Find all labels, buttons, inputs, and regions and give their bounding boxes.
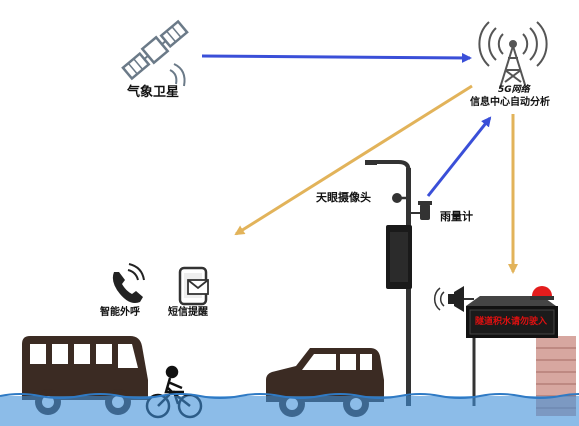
- flood-water-surface: [0, 393, 579, 399]
- satellite-signal-waves: [169, 63, 186, 87]
- sky-eye-camera-icon: [392, 193, 406, 203]
- pole-to-center-arrow: [426, 116, 492, 197]
- flood-water: [0, 396, 579, 426]
- smart-call-label: 智能外呼: [100, 307, 140, 318]
- warning-beacon-icon: [530, 286, 554, 300]
- network-5g-label: 5G网络: [498, 85, 530, 95]
- satellite-icon: [121, 19, 189, 81]
- sky-eye-camera-label: 天眼摄像头: [316, 191, 371, 204]
- sms-envelope-icon: [178, 266, 209, 306]
- center-to-users-arrow: [234, 84, 473, 236]
- radio-tower-icon: [478, 21, 548, 89]
- control-box: [386, 225, 412, 289]
- info-center-label: 信息中心自动分析: [470, 97, 550, 108]
- satellite-to-center-arrow: [201, 52, 472, 63]
- weather-satellite-label: 气象卫星: [127, 85, 180, 100]
- sms-alert-label: 短信提醒: [168, 307, 208, 318]
- rain-gauge-label: 雨量计: [440, 210, 473, 223]
- phone-call-icon: [112, 263, 145, 303]
- loudspeaker-icon: [433, 286, 474, 312]
- rain-gauge-icon: [411, 201, 432, 220]
- warning-sign-text: 隧道积水请勿驶入: [475, 317, 548, 327]
